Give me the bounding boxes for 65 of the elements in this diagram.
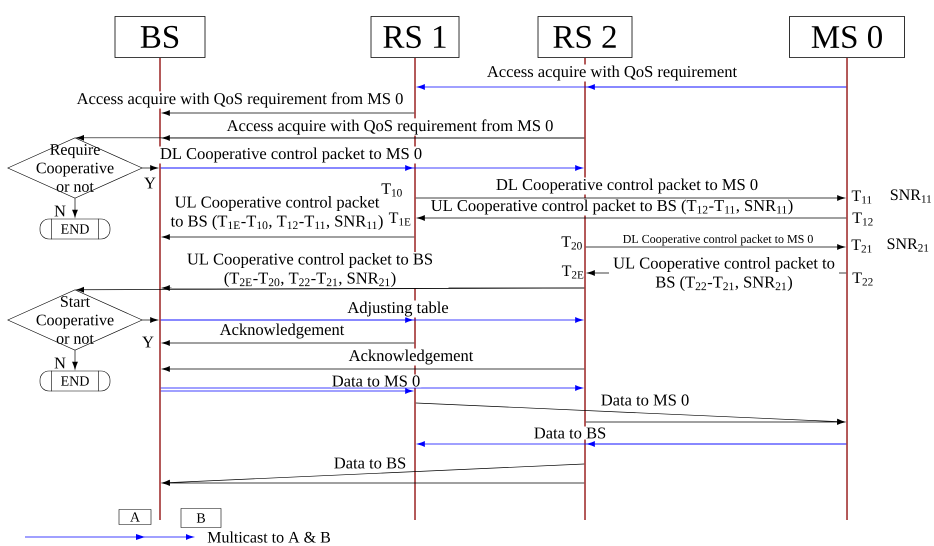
lifeline-header: RS 2 xyxy=(538,16,632,58)
arrow xyxy=(162,234,414,240)
edge-label: Y xyxy=(143,176,157,190)
timestamp-label: T$_{12}$ xyxy=(852,212,873,226)
lifeline-header: RS 1 xyxy=(370,16,460,58)
arrow xyxy=(72,198,78,218)
arrow xyxy=(162,340,414,346)
timestamp-label: T$_{22}$ xyxy=(852,272,873,286)
label-box: B xyxy=(180,508,222,528)
edge-label: DL Cooperative control packet to MS 0 xyxy=(494,178,760,194)
arrow xyxy=(586,244,845,250)
arrow xyxy=(160,388,413,394)
arrow xyxy=(416,402,845,424)
terminator: END xyxy=(40,218,110,240)
edge-label: Acknowledgement xyxy=(348,348,474,366)
timestamp-label: T$_{21}$ xyxy=(852,239,872,253)
lifeline xyxy=(159,58,161,520)
arrow xyxy=(417,84,846,90)
arrow xyxy=(162,110,414,116)
edge-label: Data to MS 0 xyxy=(600,393,690,407)
arrow xyxy=(160,165,583,171)
arrow xyxy=(72,350,78,370)
edge-label: UL Cooperative control packet to BS (T$_{12}$-T$_{11}$, SNR$_{11}$) xyxy=(430,198,794,216)
label-box: A xyxy=(118,509,152,525)
edge-label: Adjusting table xyxy=(346,300,450,318)
arrow xyxy=(416,195,845,201)
edge-label: Y xyxy=(141,336,155,348)
legend-text: Multicast to A & B xyxy=(208,531,330,543)
arrow xyxy=(142,317,158,323)
timestamp-label: T$_{20}$ xyxy=(562,236,582,250)
edge-label: DL Cooperative control packet to MS 0 xyxy=(158,146,424,164)
timestamp-label: T$_{1E}$ xyxy=(388,212,410,226)
arrow xyxy=(417,215,846,221)
arrow xyxy=(76,287,584,293)
arrow xyxy=(142,165,158,171)
edge-label: DL Cooperative control packet to MS 0 xyxy=(622,234,814,246)
edge-label: Data to MS 0 xyxy=(330,374,422,388)
edge-label: N xyxy=(53,204,67,218)
timestamp-label: SNR$_{11}$ xyxy=(890,189,932,203)
edge-label: UL Cooperative control packet to BS (T$_{1E}$-T$_{10}$, T$_{12}$-T$_{11}$, SNR$_{11}$) xyxy=(166,195,388,231)
edge-label: Acknowledgement xyxy=(218,322,346,340)
edge-label: Data to BS xyxy=(332,456,408,470)
edge-label: Access acquire with QoS requirement from MS 0 xyxy=(76,91,404,109)
timestamp-label: T$_{2E}$ xyxy=(562,265,584,279)
lifeline xyxy=(846,58,848,520)
edge-label: Access acquire with QoS requirement xyxy=(486,64,738,82)
terminator: END xyxy=(40,370,110,392)
lifeline-header: MS 0 xyxy=(789,16,905,58)
timestamp-label: SNR$_{21}$ xyxy=(888,238,928,252)
arrow xyxy=(162,464,584,486)
edge-label: UL Cooperative control packet to BS (T$_{2E}$-T$_{20}$, T$_{22}$-T$_{21}$, SNR$_{21}$) xyxy=(172,252,448,288)
edge-label: N xyxy=(53,356,67,370)
arrow xyxy=(160,385,583,391)
arrow xyxy=(586,419,845,425)
timestamp-label: T$_{11}$ xyxy=(852,190,872,204)
lifeline-header: BS xyxy=(114,16,206,58)
edge-label: Access acquire with QoS requirement from MS 0 xyxy=(226,118,554,136)
edge-label: Data to BS xyxy=(532,426,608,440)
arrow xyxy=(162,366,584,372)
arrow xyxy=(162,480,584,486)
edge-label: UL Cooperative control packet to BS (T$_{22}$-T$_{21}$, SNR$_{21}$) xyxy=(609,256,839,292)
timestamp-label: T$_{10}$ xyxy=(382,183,402,197)
arrow xyxy=(160,317,583,323)
arrow xyxy=(417,441,846,447)
arrow xyxy=(76,135,584,141)
